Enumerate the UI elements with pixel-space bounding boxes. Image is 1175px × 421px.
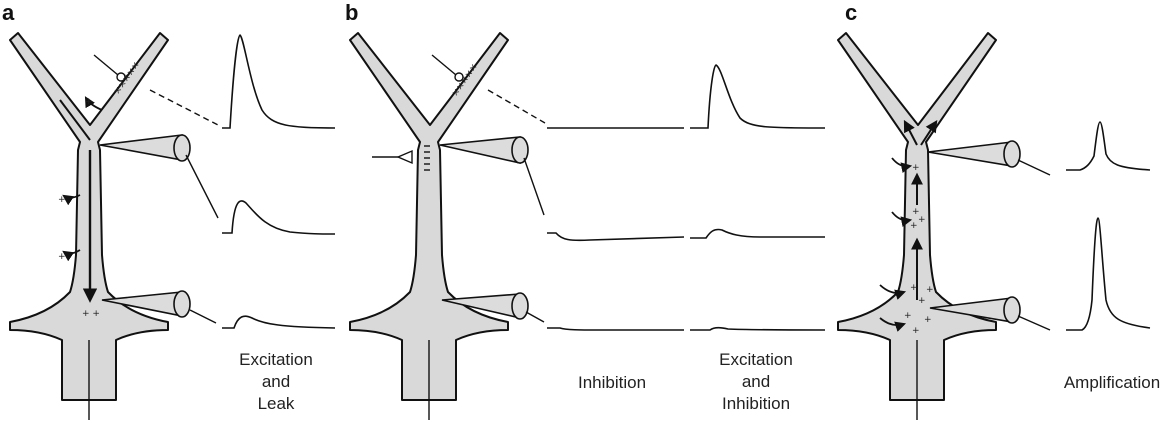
caption-a: Excitation and Leak	[239, 350, 313, 413]
svg-text:+: +	[910, 283, 918, 293]
trace-b-ex-apical	[690, 229, 825, 238]
neuron-a	[10, 33, 168, 420]
electrode-a1	[100, 135, 182, 160]
svg-text:+: +	[918, 215, 926, 225]
panel-c: c + + + + + + + + + +	[838, 0, 1160, 420]
trace-a-soma	[222, 316, 335, 328]
svg-text:+: +	[918, 296, 926, 306]
trace-a-dendrite	[222, 35, 335, 128]
caption-inhibition: Inhibition	[578, 373, 646, 392]
svg-text:and: and	[262, 372, 290, 391]
synapse-b	[432, 55, 456, 75]
trace-c-soma	[1066, 218, 1150, 330]
trace-b-inh-apical	[547, 233, 684, 240]
svg-text:and: and	[742, 372, 770, 391]
plus-sign: + +	[82, 309, 100, 319]
svg-text:Inhibition: Inhibition	[722, 394, 790, 413]
trace-b-ex-soma	[690, 328, 825, 330]
panel-a-letter: a	[2, 0, 15, 25]
svg-text:+: +	[926, 285, 934, 295]
trace-c-apical	[1066, 122, 1150, 170]
svg-text:Excitation: Excitation	[239, 350, 313, 369]
panel-a: a ××××× + + + + + Excitation and Lea	[2, 0, 335, 420]
svg-text:Leak: Leak	[258, 394, 295, 413]
panel-c-letter: c	[845, 0, 857, 25]
synapse-a	[94, 55, 118, 75]
svg-text:+: +	[910, 221, 918, 231]
svg-text:+: +	[904, 311, 912, 321]
plus-sign: +	[58, 195, 66, 205]
svg-text:+: +	[924, 315, 932, 325]
trace-b-inh-soma	[547, 328, 684, 330]
plus-sign: +	[58, 252, 66, 262]
caption-amplification: Amplification	[1064, 373, 1160, 392]
svg-text:+: +	[912, 326, 920, 336]
plus-sign: +	[85, 97, 93, 107]
electrode-c1	[928, 142, 1012, 166]
electrode-b1	[440, 137, 520, 163]
caption-excitation-and-inhibition: Excitation and Inhibition	[719, 350, 793, 413]
panel-b: b ××××× Inhibition	[345, 0, 825, 420]
svg-text:+: +	[912, 163, 920, 173]
svg-text:Excitation: Excitation	[719, 350, 793, 369]
trace-b-ex-dendrite	[690, 65, 825, 128]
trace-a-apical	[222, 201, 335, 234]
neuron-b	[350, 33, 508, 420]
panel-b-letter: b	[345, 0, 358, 25]
